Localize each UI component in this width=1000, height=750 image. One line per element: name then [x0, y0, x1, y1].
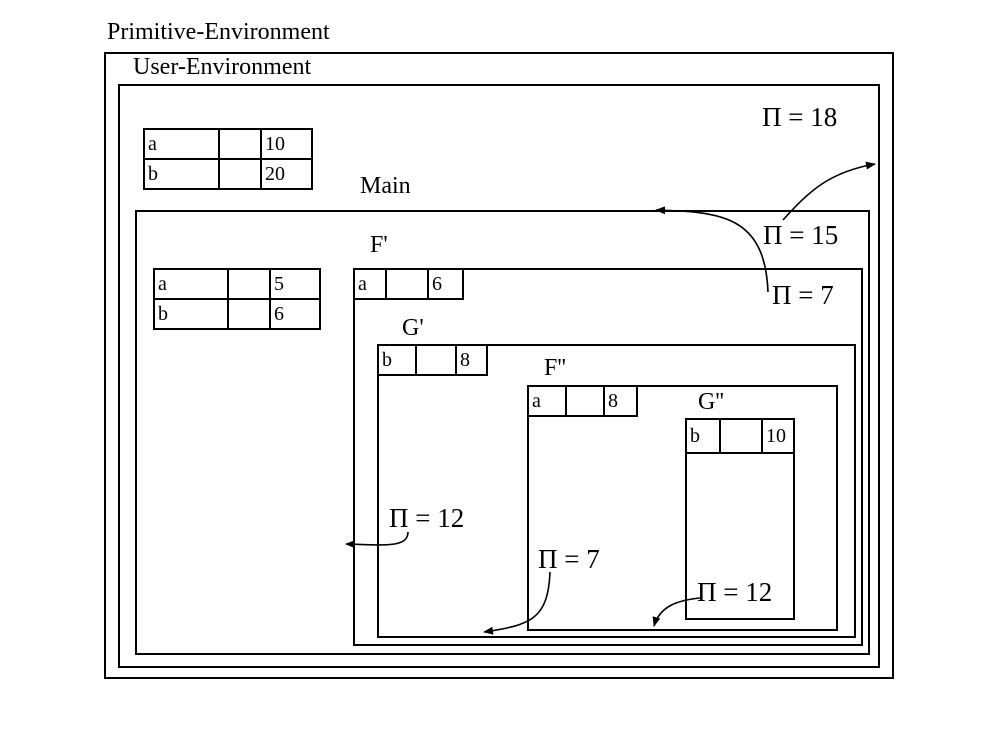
pi-user-env: Π = 18	[762, 102, 838, 132]
var-value: 6	[427, 268, 464, 300]
var-value: 5	[269, 268, 321, 300]
f-double-prime-label: F''	[544, 355, 566, 381]
var-name: b	[377, 344, 417, 376]
var-mid	[565, 385, 605, 417]
pi-g-prime: Π = 12	[389, 503, 465, 533]
table-row: b 8	[377, 344, 488, 376]
table-row: b 20	[143, 158, 313, 190]
f-prime-label: F'	[370, 232, 388, 258]
var-value: 6	[269, 298, 321, 330]
var-name: b	[685, 418, 721, 454]
table-row: a 8	[527, 385, 638, 417]
var-value: 8	[455, 344, 488, 376]
var-name: a	[353, 268, 387, 300]
pi-f-double-prime: Π = 7	[538, 544, 600, 574]
table-row: b 10	[685, 418, 795, 454]
var-value: 20	[260, 158, 313, 190]
user-environment-label: User-Environment	[133, 54, 312, 80]
var-value: 8	[603, 385, 638, 417]
var-name: a	[153, 268, 229, 300]
var-mid	[415, 344, 457, 376]
table-row: a 6	[353, 268, 464, 300]
g-prime-label: G'	[402, 315, 424, 341]
var-name: a	[527, 385, 567, 417]
table-row: a 10	[143, 128, 313, 160]
user-env-table: a 10 b 20	[143, 128, 313, 190]
var-mid	[227, 268, 271, 300]
var-mid	[719, 418, 763, 454]
primitive-environment-label: Primitive-Environment	[107, 19, 330, 45]
var-name: b	[143, 158, 220, 190]
var-mid	[218, 128, 262, 160]
main-frame	[135, 210, 870, 655]
table-row: a 5	[153, 268, 321, 300]
var-mid	[227, 298, 271, 330]
pi-g-double-prime: Π = 12	[697, 577, 773, 607]
f-prime-table: a 6	[353, 268, 464, 300]
var-mid	[385, 268, 429, 300]
g-double-prime-table: b 10	[685, 418, 795, 454]
var-value: 10	[761, 418, 795, 454]
pi-main: Π = 15	[763, 220, 839, 250]
pi-f-prime: Π = 7	[772, 280, 834, 310]
table-row: b 6	[153, 298, 321, 330]
primitive-environment-frame	[104, 52, 894, 679]
var-value: 10	[260, 128, 313, 160]
user-environment-frame	[118, 84, 880, 668]
g-double-prime-label: G''	[698, 389, 724, 415]
f-double-prime-frame	[527, 385, 838, 631]
var-mid	[218, 158, 262, 190]
g-prime-frame	[377, 344, 856, 638]
main-table: a 5 b 6	[153, 268, 321, 330]
f-prime-frame	[353, 268, 863, 646]
g-prime-table: b 8	[377, 344, 488, 376]
var-name: a	[143, 128, 220, 160]
f-double-prime-table: a 8	[527, 385, 638, 417]
var-name: b	[153, 298, 229, 330]
main-label: Main	[360, 173, 411, 199]
